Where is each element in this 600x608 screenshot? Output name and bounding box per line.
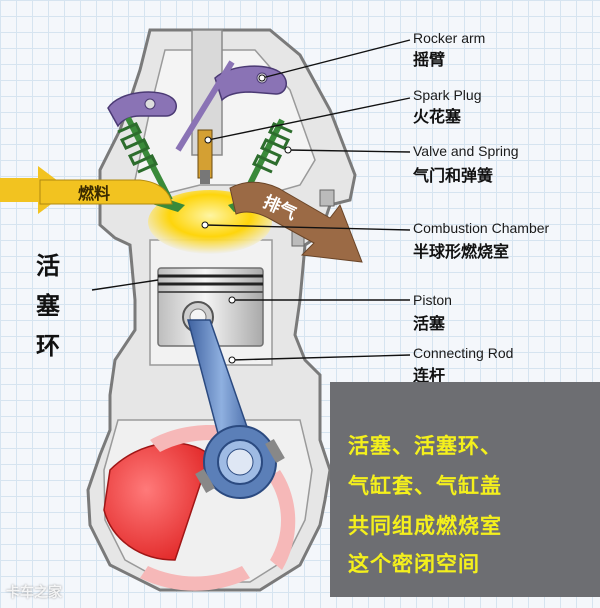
label-piston-en: Piston xyxy=(413,292,452,308)
watermark-logo: 卡车之家 xyxy=(6,585,62,601)
piston-ring-label-char-3: 环 xyxy=(36,332,60,360)
piston-ring-label-char-2: 塞 xyxy=(36,292,60,320)
crank-counterweight xyxy=(103,442,211,561)
note-line-1: 活塞、活塞环、 xyxy=(348,434,502,458)
label-spark-plug-zh: 火花塞 xyxy=(413,107,462,126)
intake-valve-spring xyxy=(117,122,159,174)
exhaust-valve-spring xyxy=(251,122,293,174)
label-piston-zh: 活塞 xyxy=(413,314,446,333)
label-rocker-arm-en: Rocker arm xyxy=(413,30,486,46)
intake-valve-stem xyxy=(125,116,173,202)
note-line-4: 这个密闭空间 xyxy=(348,552,480,576)
note-line-3: 共同组成燃烧室 xyxy=(348,514,502,538)
note-line-2: 气缸套、气缸盖 xyxy=(348,474,502,498)
exhaust-arrow xyxy=(229,181,363,263)
label-conrod-en: Connecting Rod xyxy=(413,345,514,361)
note-box: 活塞、活塞环、 气缸套、气缸盖 共同组成燃烧室 这个密闭空间 xyxy=(330,382,600,597)
label-spark-plug-en: Spark Plug xyxy=(413,87,482,103)
rotation-arrow-bottom xyxy=(140,566,250,591)
label-rocker-arm-zh: 摇臂 xyxy=(413,50,446,69)
label-combustion-en: Combustion Chamber xyxy=(413,220,550,236)
callout-lines xyxy=(91,39,411,361)
label-valve-spring-zh: 气门和弹簧 xyxy=(413,166,494,185)
rotation-arrow-right xyxy=(268,470,296,570)
label-conrod-zh: 连杆 xyxy=(413,366,446,385)
intake-arrow-label: 燃料 xyxy=(78,184,110,203)
label-combustion-zh: 半球形燃烧室 xyxy=(413,242,510,261)
rocker-arm-right xyxy=(214,65,287,102)
label-valve-spring-en: Valve and Spring xyxy=(413,143,519,159)
piston-ring-label-char-1: 活 xyxy=(36,252,60,280)
